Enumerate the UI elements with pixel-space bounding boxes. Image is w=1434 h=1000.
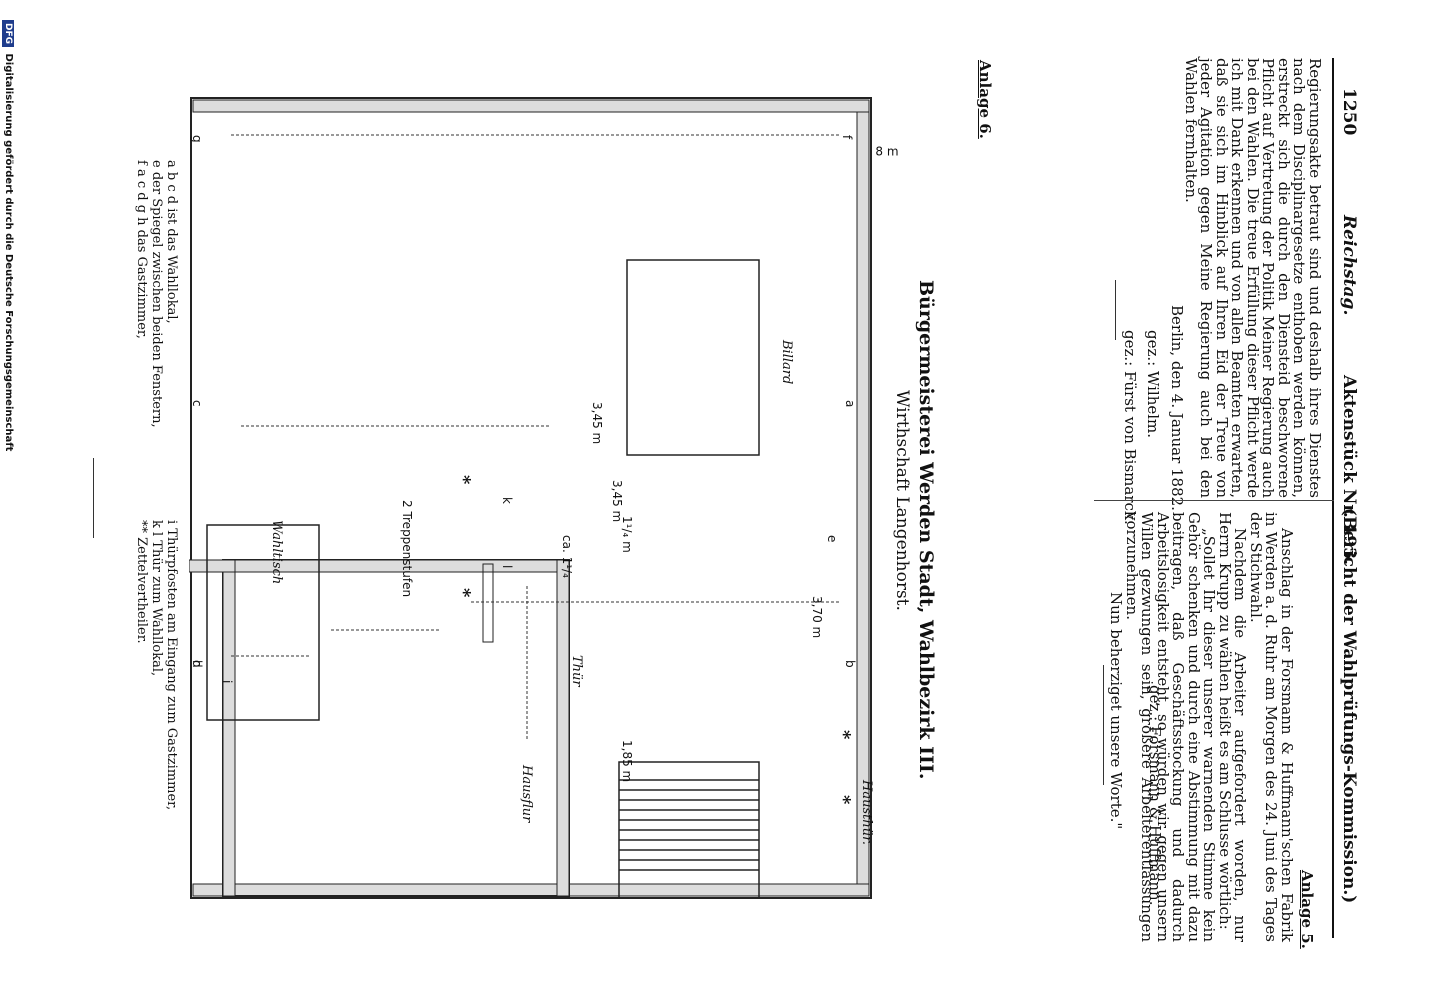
wahllokal-left-wall: [556, 559, 570, 897]
left-column-text: Regierungsakte betraut sind und deshalb …: [1182, 58, 1324, 498]
letter-b: b: [843, 660, 857, 668]
room-haustuer: Hausthür.: [859, 780, 874, 846]
anlage5-heading: Anlage 5.: [1298, 870, 1316, 949]
anlage5-text: Anschlag in der Forsmann & Huffmann'sche…: [1107, 512, 1297, 942]
room-billard: Billard: [779, 340, 794, 385]
anlage6-heading: Anlage 6.: [976, 60, 994, 139]
floor-plan: [189, 97, 872, 899]
letter-e: e: [825, 535, 839, 543]
dim-8m: 8 m: [875, 144, 899, 159]
distributor-star: *: [833, 730, 854, 740]
caption-line: ** Zettelvertheiler.: [134, 520, 149, 644]
anlage5-p1: Anschlag in der Forsmann & Huffmann'sche…: [1247, 512, 1296, 942]
letter-h: h: [190, 660, 204, 668]
letter-c: c: [190, 400, 204, 407]
anlage5-closing: Nun beherziget unsere Worte.": [1107, 592, 1126, 830]
stairs-label: 2 Treppenstufen: [400, 500, 414, 598]
distributor-star: *: [453, 475, 474, 485]
anlage5-p2: Nachdem die Arbeiter aufgefordert worden…: [1216, 512, 1250, 942]
top-wall: [856, 99, 870, 897]
wahltisch: [206, 524, 320, 721]
column-divider: [1094, 500, 1334, 501]
rule: [1103, 665, 1104, 785]
dim-185: 1,85 m: [620, 740, 634, 783]
dim-370: 3,70 m: [810, 596, 824, 639]
dim-345: 3,45 m: [590, 402, 604, 445]
letter-f: f: [840, 135, 854, 140]
rule: [1115, 280, 1116, 340]
anlage5-signature: gez.: Forsmann & Huffmann.: [1146, 685, 1164, 906]
caption-line: i Thürpfosten am Eingang zum Gastzimmer,: [164, 520, 179, 811]
letter-i: i: [220, 680, 234, 684]
wahllokal-bottom-wall: [222, 559, 236, 897]
caption-line: f a c d g h das Gastzimmer,: [134, 160, 149, 339]
caption-left: a b c d ist das Wahllokal, e der Spiegel…: [134, 160, 179, 500]
outer-wall: [190, 97, 872, 899]
footer-text: Digitalisierung gefördert durch die Deut…: [3, 53, 14, 452]
wahllokal-walls: [222, 559, 570, 897]
digitization-footer: DFG Digitalisierung gefördert durch die …: [2, 20, 14, 451]
dim-114: 1¹/₄ m: [620, 516, 634, 553]
dfg-logo: DFG: [2, 20, 14, 48]
anlage6-subtitle: Wirthschaft Langenhorst.: [892, 390, 912, 611]
caption-line: e der Spiegel zwischen beiden Fenstern,: [149, 160, 164, 428]
letter-l: l: [500, 565, 514, 569]
distributor-star: *: [453, 588, 474, 598]
anlage5-quote: „Sollet Ihr dieser unserer warnenden Sti…: [1123, 512, 1219, 942]
letter-g: g: [190, 135, 204, 143]
letter-k: k: [500, 497, 514, 504]
billard-table: [626, 259, 760, 456]
caption-line: k l Thür zum Wahllokal,: [149, 520, 164, 677]
signature-wilhelm: gez.: Wilhelm.: [1144, 330, 1162, 439]
paragraph: Regierungsakte betraut sind und deshalb …: [1182, 58, 1324, 498]
date-line: Berlin, den 4. Januar 1882.: [1168, 305, 1186, 511]
room-hausflur: Hausflur: [519, 765, 534, 823]
signature-bismarck: gez.: Fürst von Bismarck.: [1121, 330, 1139, 525]
caption-line: a b c d ist das Wahllokal,: [164, 160, 179, 324]
room-wahltisch: Wahltisch: [269, 520, 284, 585]
distributor-star: *: [833, 795, 854, 805]
right-wall: [192, 883, 870, 897]
header-right: (Bericht der Wahlprüfungs-Kommission.): [1339, 508, 1359, 904]
dim-ca: ca. 1¹/₄: [560, 535, 574, 578]
header-rule: [1332, 58, 1334, 938]
room-thuer: Thür: [569, 655, 584, 687]
staircase: [618, 761, 760, 899]
anlage6-title: Bürgermeisterei Werden Stadt, Wahlbezirk…: [915, 280, 937, 780]
letter-a: a: [843, 400, 857, 408]
left-wall: [192, 99, 870, 113]
caption-right: i Thürpfosten am Eingang zum Gastzimmer,…: [134, 520, 179, 880]
page-number: 1250: [1339, 88, 1359, 136]
wall: [189, 559, 236, 573]
treppenstufen: [482, 563, 494, 643]
header-left: Reichstag.: [1339, 215, 1359, 316]
rule: [93, 458, 94, 538]
